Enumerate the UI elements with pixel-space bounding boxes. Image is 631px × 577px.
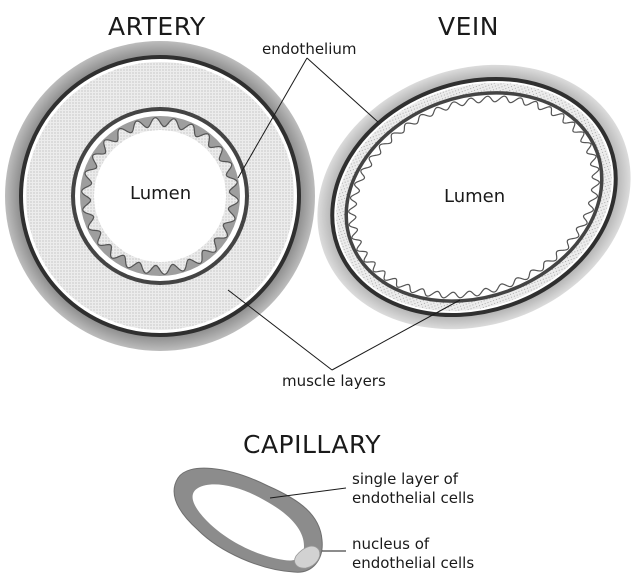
- artery-lumen-label: Lumen: [130, 183, 191, 204]
- nucleus-label-line1: nucleus of: [352, 535, 429, 554]
- single-layer-label-line1: single layer of: [352, 470, 458, 489]
- muscle-leader-artery: [228, 290, 332, 370]
- capillary-cross-section: [174, 468, 322, 572]
- single-layer-label-line2: endothelial cells: [352, 489, 474, 508]
- muscle-layers-label: muscle layers: [282, 372, 386, 391]
- endothelium-leader-vein: [307, 58, 378, 122]
- artery-title: ARTERY: [108, 12, 206, 41]
- vein-title: VEIN: [438, 12, 499, 41]
- endothelium-label: endothelium: [262, 40, 357, 59]
- nucleus-label-line2: endothelial cells: [352, 554, 474, 573]
- vein-lumen-label: Lumen: [444, 186, 505, 207]
- capillary-title: CAPILLARY: [243, 430, 381, 459]
